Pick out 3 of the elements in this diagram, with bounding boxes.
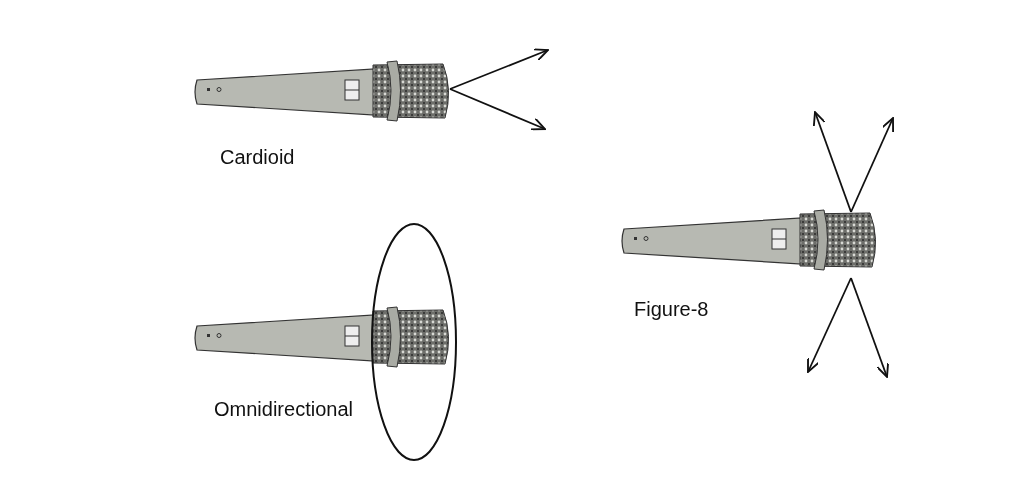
pattern-label: Figure-8 <box>634 298 709 321</box>
pattern-label: Cardioid <box>220 146 295 169</box>
pattern-label: Omnidirectional <box>214 398 353 421</box>
